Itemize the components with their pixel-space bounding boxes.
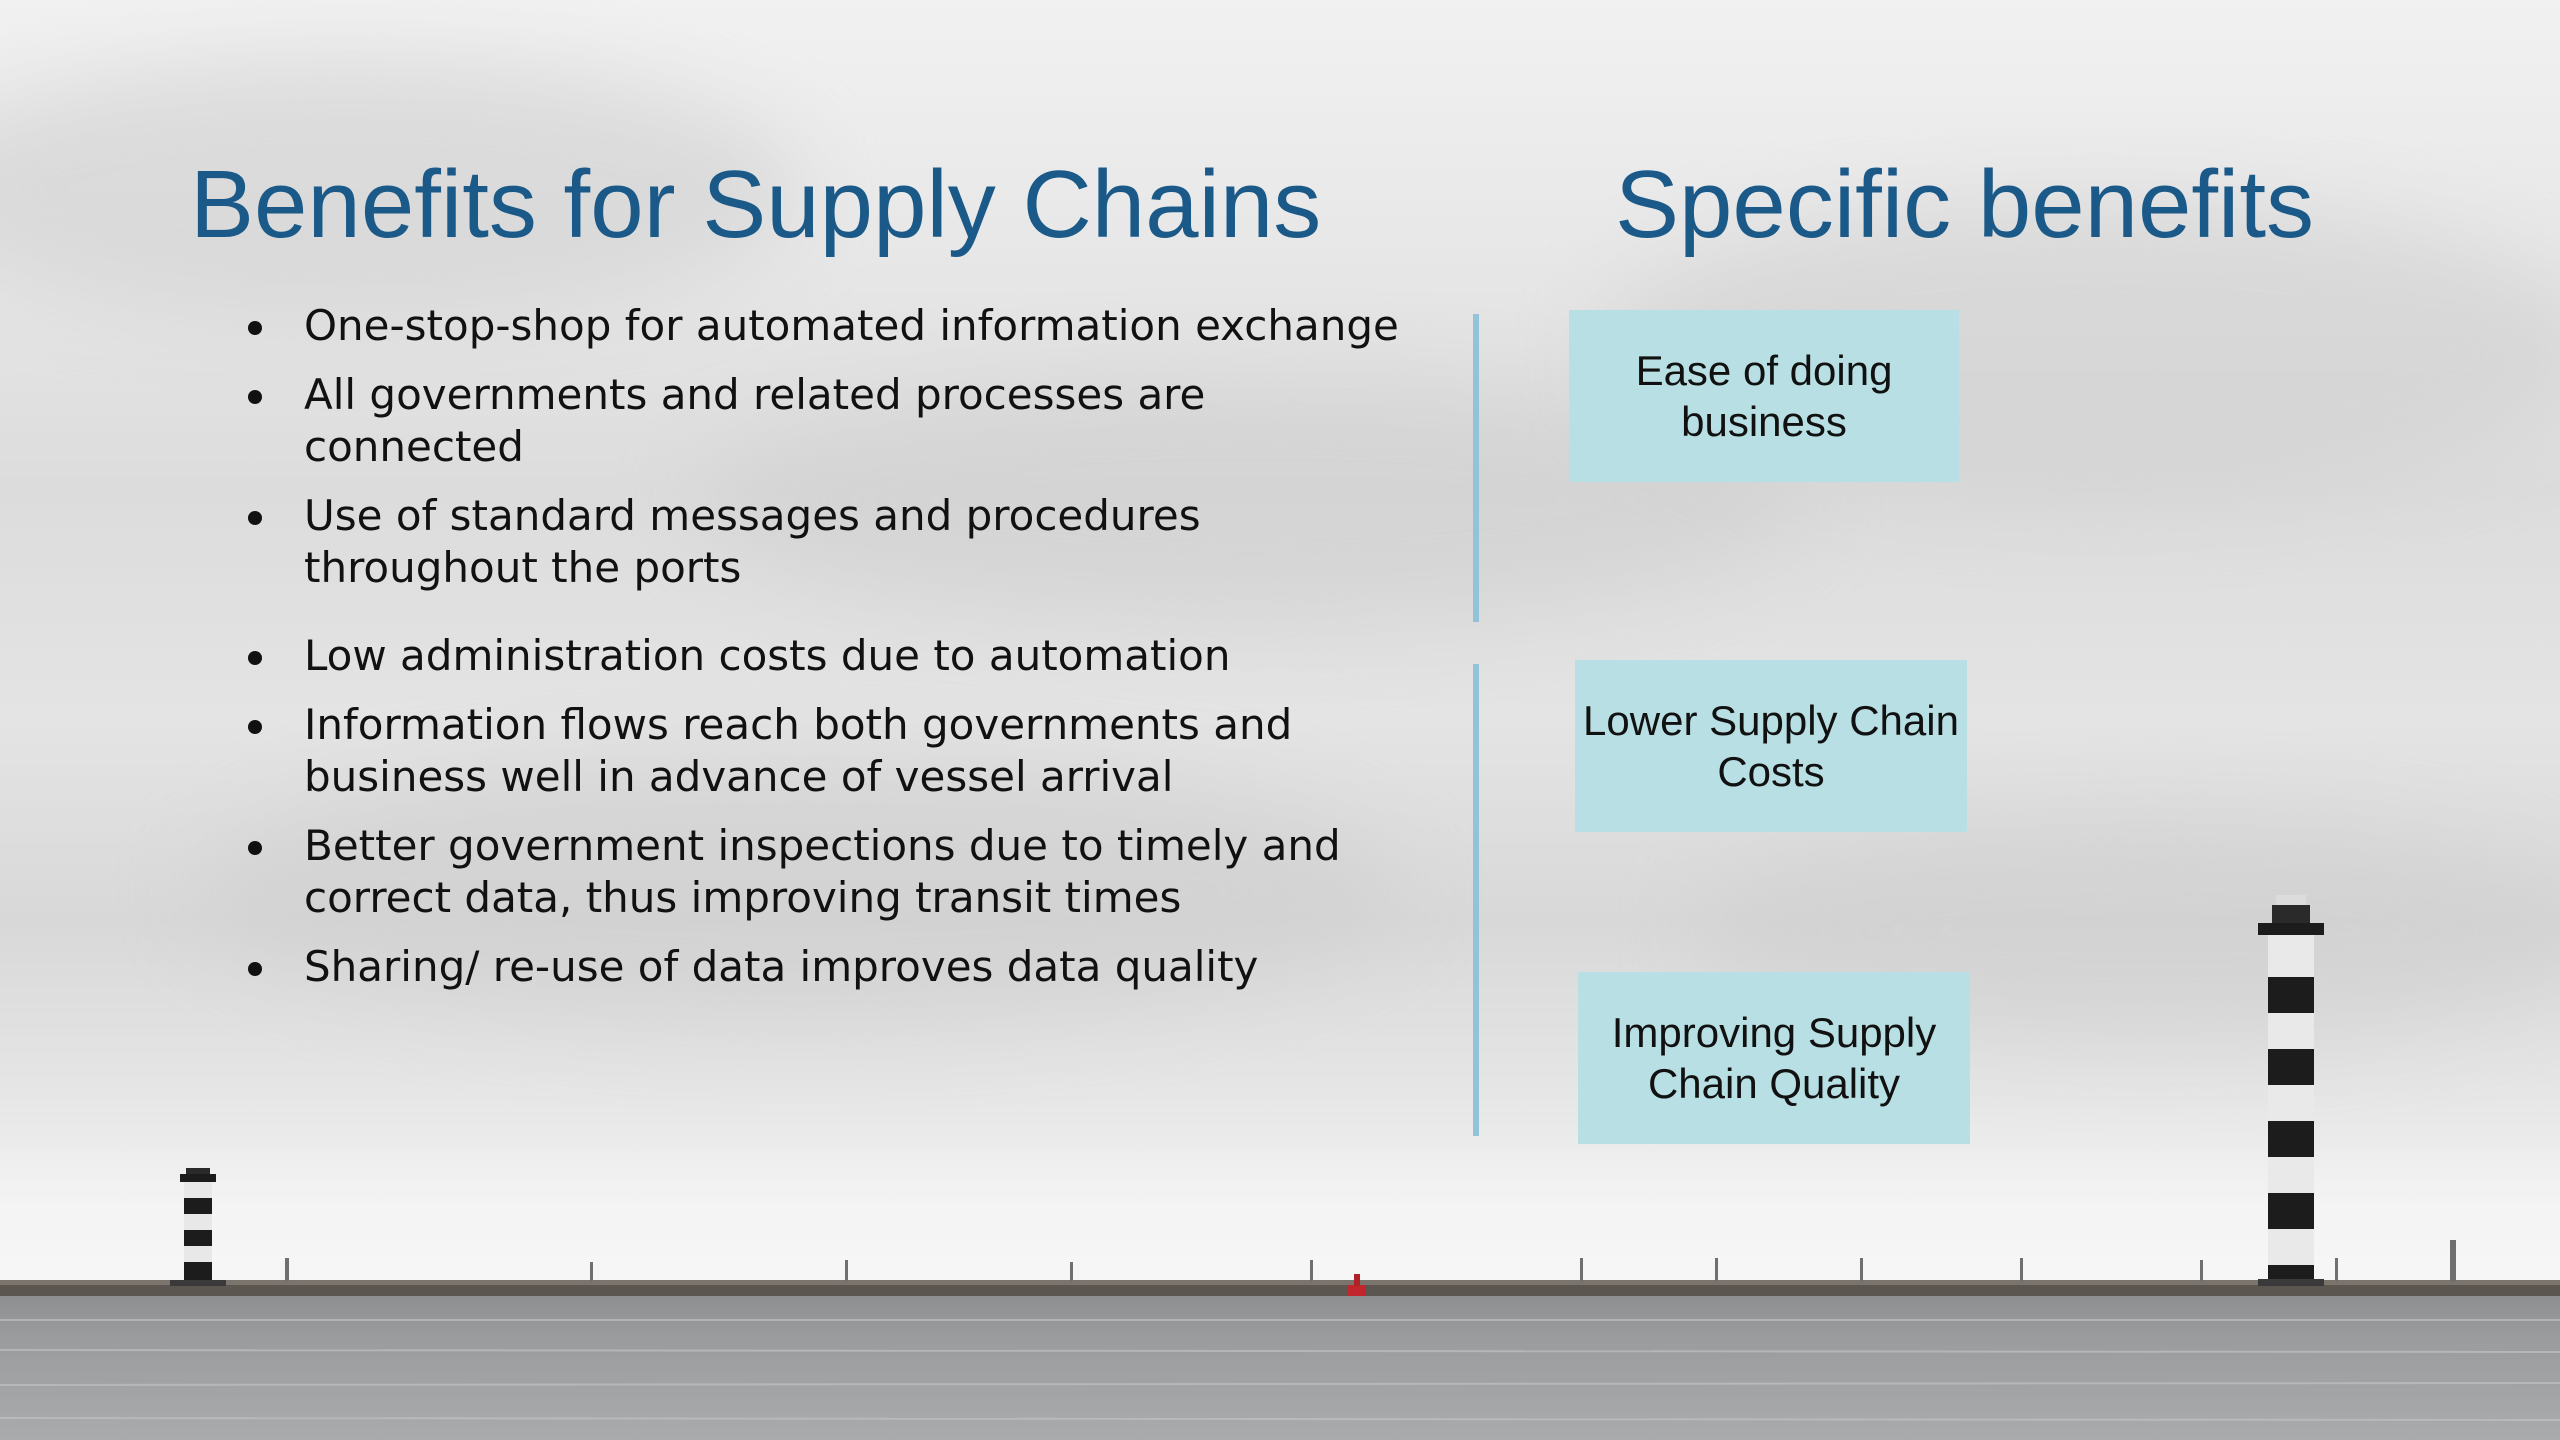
list-item: Better government inspections due to tim… [248,820,1428,924]
bullet-text: Use of standard messages and procedures … [304,491,1201,592]
cloud [200,760,1400,1020]
bullet-text: All governments and related processes ar… [304,370,1206,471]
pier-top [0,1280,2560,1285]
section-title-specific-benefits: Specific benefits [1615,151,2315,258]
divider-line [1473,314,1479,622]
bullet-icon [248,841,262,855]
list-item: Low administration costs due to automati… [248,630,1428,682]
bullet-icon [248,511,262,525]
pier-posts [285,1240,2456,1282]
bullet-icon [248,321,262,335]
list-item: Sharing/ re-use of data improves data qu… [248,941,1428,993]
bullet-icon [248,390,262,404]
list-item: All governments and related processes ar… [248,369,1428,473]
bullet-icon [248,651,262,665]
benefit-box-label: Ease of doing business [1635,347,1893,445]
lighthouse-large [2258,895,2324,1286]
cloud [0,60,800,320]
list-item: Use of standard messages and procedures … [248,490,1428,594]
list-item: Information flows reach both governments… [248,699,1428,803]
pier [0,1284,2560,1296]
bullet-icon [248,962,262,976]
bullet-text: Low administration costs due to automati… [304,631,1231,680]
page-title: Benefits for Supply Chains [190,151,1322,258]
benefit-box-label: Lower Supply Chain Costs [1583,697,1959,795]
sea-waves [0,1319,2560,1421]
benefit-box-improving-quality[interactable]: Improving Supply Chain Quality [1578,972,1970,1144]
bullet-list-costs-quality: Low administration costs due to automati… [248,630,1428,1010]
bullet-list-connectivity: One-stop-shop for automated information … [248,300,1428,611]
benefit-box-ease-of-business[interactable]: Ease of doing business [1569,310,1959,482]
benefit-box-label: Improving Supply Chain Quality [1611,1009,1937,1107]
lighthouse-small [170,1168,226,1286]
bullet-icon [248,720,262,734]
horizon-haze [0,1140,2560,1290]
bullet-text: Sharing/ re-use of data improves data qu… [304,942,1259,991]
divider-line [1473,664,1479,1136]
bullet-text: One-stop-shop for automated information … [304,301,1399,350]
benefit-box-lower-costs[interactable]: Lower Supply Chain Costs [1575,660,1967,832]
bullet-text: Better government inspections due to tim… [304,821,1341,922]
list-item: One-stop-shop for automated information … [248,300,1428,352]
bullet-text: Information flows reach both governments… [304,700,1293,801]
